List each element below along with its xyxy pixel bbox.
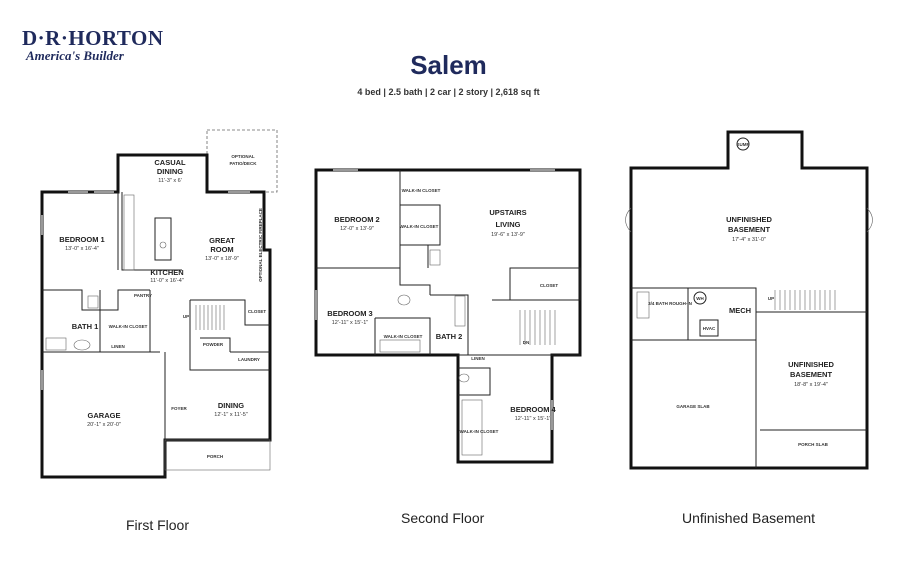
bedroom4-dims: 12'-11" x 15'-1" <box>515 416 552 422</box>
upstairs-living-dims: 19'-6" x 13'-9" <box>491 232 525 238</box>
first-floor-outline <box>40 153 272 479</box>
unfinished-top-dims: 17'-4" x 31'-0" <box>732 237 766 243</box>
optional-patio-label-1: OPTIONAL <box>231 154 255 159</box>
walkin-d-label: WALK-IN CLOSET <box>460 429 499 434</box>
stair-down-label: DN <box>523 340 530 345</box>
kitchen-label: KITCHEN <box>150 268 183 277</box>
bedroom2-dims: 12'-0" x 13'-9" <box>340 226 374 232</box>
sump-label: SUMP <box>736 142 749 147</box>
dining-label: DINING <box>218 401 244 410</box>
upstairs-living-label-1: UPSTAIRS <box>489 208 526 217</box>
plan-title: Salem <box>410 50 487 80</box>
walkin-b-label: WALK-IN CLOSET <box>400 224 439 229</box>
bedroom1-dims: 13'-0" x 16'-4" <box>65 246 99 252</box>
stair-up-basement-label: UP <box>768 296 774 301</box>
linen-label: LINEN <box>111 344 125 349</box>
great-room-dims: 13'-0" x 18'-9" <box>205 256 239 262</box>
optional-patio-label-2: PATIO/DECK <box>229 161 257 166</box>
wh-label: WH <box>696 296 704 301</box>
closet-label: CLOSET <box>248 309 267 314</box>
basement-caption: Unfinished Basement <box>682 510 816 526</box>
walkin-c-label: WALK-IN CLOSET <box>384 334 423 339</box>
fireplace-label: OPTIONAL ELECTRIC FIREPLACE <box>258 208 263 282</box>
basement-outline <box>629 130 869 470</box>
first-floor-plan: CASUAL DINING 11'-3" x 6' OPTIONAL PATIO… <box>40 129 278 479</box>
basement-plan: SUMP UNFINISHED BASEMENT 17'-4" x 31'-0"… <box>625 130 873 470</box>
casual-dining-label-1: CASUAL <box>154 158 186 167</box>
rough-in-label: 3/4 BATH ROUGH-IN <box>648 301 692 306</box>
bath1-label: BATH 1 <box>72 322 99 331</box>
bedroom4-label: BEDROOM 4 <box>510 405 556 414</box>
walkin-label: WALK-IN CLOSET <box>109 324 148 329</box>
casual-dining-dims: 11'-3" x 6' <box>158 178 182 184</box>
mech-label: MECH <box>729 306 751 315</box>
second-floor-outline <box>314 168 582 464</box>
unfinished-top-label-1: UNFINISHED <box>726 215 772 224</box>
bedroom2-label: BEDROOM 2 <box>334 215 379 224</box>
great-room-label-1: GREAT <box>209 236 235 245</box>
dr-horton-logo: D·R·HORTON America's Builder <box>22 26 164 70</box>
bedroom3-dims: 12'-11" x 15'-1" <box>332 320 369 326</box>
brand-name: D·R·HORTON <box>22 26 164 50</box>
dining-dims: 12'-1" x 11'-5" <box>214 412 247 418</box>
bedroom1-label: BEDROOM 1 <box>59 235 104 244</box>
unfinished-right-dims: 18'-8" x 19'-4" <box>794 382 828 388</box>
porch-slab-label: PORCH SLAB <box>798 442 829 447</box>
laundry-label: LAUNDRY <box>238 357 260 362</box>
powder-label: POWDER <box>203 342 224 347</box>
casual-dining-label-2: DINING <box>157 167 183 176</box>
hvac-label: HVAC <box>703 326 716 331</box>
first-floor-caption: First Floor <box>126 517 189 533</box>
unfinished-right-label-1: UNFINISHED <box>788 360 834 369</box>
porch-label: PORCH <box>207 454 223 459</box>
kitchen-dims: 11'-0" x 16'-4" <box>150 278 183 284</box>
great-room-label-2: ROOM <box>210 245 233 254</box>
walkin-a-label: WALK-IN CLOSET <box>402 188 441 193</box>
garage-dims: 20'-1" x 20'-0" <box>87 422 121 428</box>
brand-tagline: America's Builder <box>26 48 124 63</box>
garage-slab-label: GARAGE SLAB <box>676 404 710 409</box>
garage-label: GARAGE <box>88 411 121 420</box>
plan-specs: 4 bed | 2.5 bath | 2 car | 2 story | 2,6… <box>357 87 540 97</box>
second-floor-caption: Second Floor <box>401 510 485 526</box>
second-floor-plan: BEDROOM 2 12'-0" x 13'-9" WALK-IN CLOSET… <box>314 168 582 464</box>
linen-2f-label: LINEN <box>471 356 485 361</box>
bath2-label: BATH 2 <box>436 332 463 341</box>
foyer-label: FOYER <box>171 406 187 411</box>
upstairs-living-label-2: LIVING <box>495 220 520 229</box>
bedroom3-label: BEDROOM 3 <box>327 309 372 318</box>
unfinished-top-label-2: BASEMENT <box>728 225 771 234</box>
unfinished-right-label-2: BASEMENT <box>790 370 833 379</box>
closet-2f-label: CLOSET <box>540 283 559 288</box>
pantry-label: PANTRY <box>134 293 152 298</box>
stair-up-label: UP <box>183 314 189 319</box>
